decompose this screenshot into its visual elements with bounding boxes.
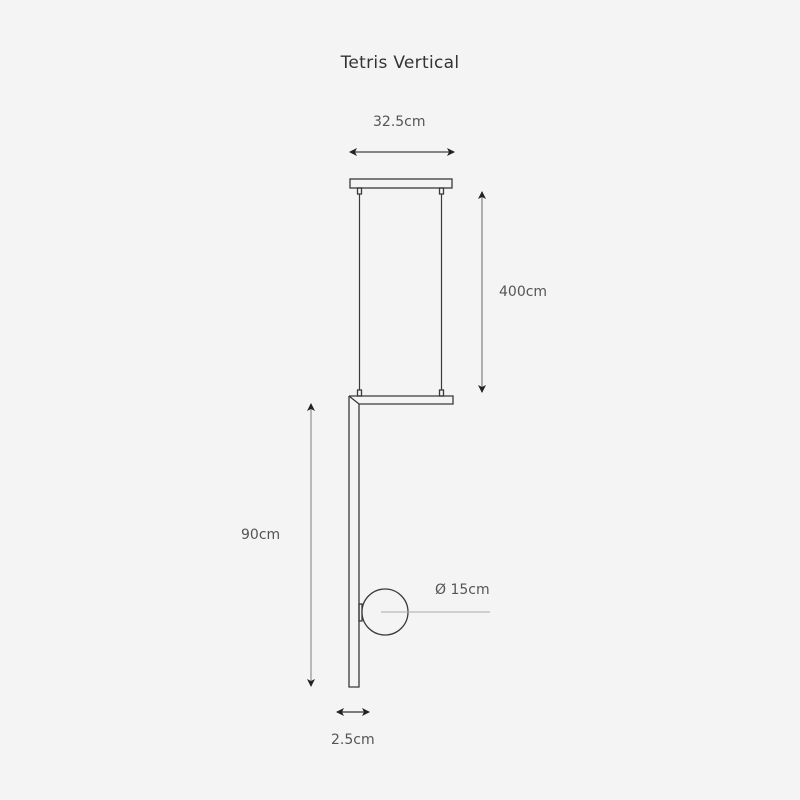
suspension-cables (358, 194, 443, 390)
body-height-label: 90cm (241, 527, 281, 543)
lamp-body (348, 389, 454, 688)
canopy-width-label: 32.5cm (373, 114, 426, 130)
diagram-title: Tetris Vertical (340, 53, 460, 73)
body-depth-label: 2.5cm (331, 732, 375, 748)
globe-diameter-label: Ø 15cm (435, 582, 490, 598)
ceiling-canopy (349, 178, 453, 195)
cable-drop-label: 400cm (499, 284, 548, 300)
